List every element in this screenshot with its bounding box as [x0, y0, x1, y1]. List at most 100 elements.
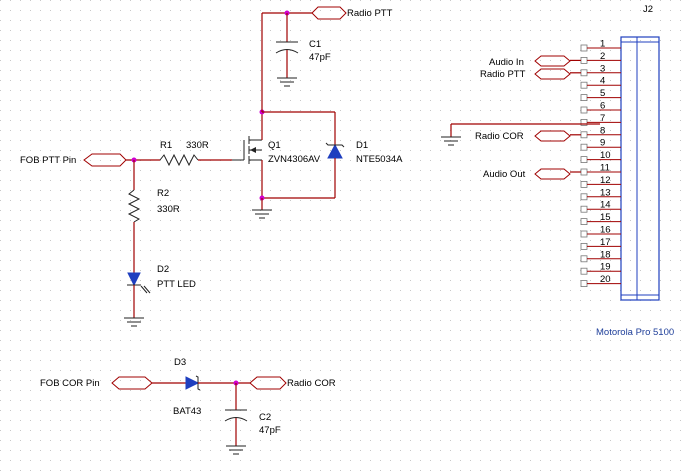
radio-ptt-port[interactable] [534, 68, 571, 80]
connector-pin[interactable]: 17 [580, 237, 621, 250]
audio-in-port[interactable] [534, 55, 571, 67]
pin-terminal [580, 267, 588, 275]
pin-number: 14 [600, 200, 611, 211]
pin-number: 15 [600, 212, 611, 223]
r2-ref: R2 [157, 188, 169, 199]
pin-number: 7 [600, 113, 605, 124]
r2-value: 330R [157, 204, 180, 215]
pin-terminal [580, 193, 588, 201]
pin-terminal [580, 255, 588, 263]
pin-number: 4 [600, 76, 605, 87]
pin-number: 11 [600, 163, 610, 174]
mosfet-q1[interactable]: Q1 ZVN4306AV [232, 136, 321, 165]
ground-symbol [124, 317, 144, 327]
pin-terminal [580, 94, 588, 101]
pin-number: 3 [600, 63, 605, 74]
radio-ptt-label-top: Radio PTT [347, 8, 393, 19]
pin-number: 9 [600, 138, 605, 149]
audio-out-port[interactable] [534, 168, 571, 180]
pin-number: 2 [600, 51, 605, 62]
net-audio-in-label: Audio In [489, 57, 524, 68]
q1-value: ZVN4306AV [268, 154, 321, 165]
pin-number: 16 [600, 225, 611, 236]
fob-cor-pin-label: FOB COR Pin [40, 378, 100, 389]
pin-terminal [580, 230, 588, 238]
pin-terminal [580, 168, 588, 176]
pin-number: 5 [600, 88, 605, 99]
ground-symbol [277, 77, 297, 87]
connector-j2: J2 Motorola Pro 5100 1234567891011121314… [441, 4, 674, 338]
pin-terminal [580, 69, 588, 77]
connector-pin[interactable]: 20 [580, 274, 621, 288]
connector-pin[interactable]: 18 [580, 249, 621, 263]
schottky-d3[interactable]: D3 BAT43 [173, 357, 201, 417]
net-radio-cor-label: Radio COR [475, 131, 524, 142]
connector-body[interactable] [620, 36, 660, 301]
d3-value: BAT43 [173, 406, 201, 417]
connector-pin[interactable]: 6 [580, 101, 621, 114]
connector-pin[interactable]: 5 [580, 88, 621, 101]
ground-symbol [441, 136, 461, 146]
pin-number: 8 [600, 125, 605, 136]
ground-symbol [226, 445, 246, 455]
c1-ref: C1 [309, 39, 321, 50]
connector-pin[interactable]: 12 [580, 175, 621, 188]
pin-terminal [580, 44, 588, 52]
pin-number: 18 [600, 249, 611, 260]
pin-terminal [580, 143, 588, 151]
connector-pin[interactable]: 8 [570, 125, 621, 139]
resistor-r2[interactable]: R2 330R [127, 188, 180, 223]
pin-terminal [580, 131, 588, 139]
connector-pin[interactable]: 13 [580, 187, 621, 201]
c2-value: 47pF [259, 425, 281, 436]
pin-number: 19 [600, 262, 611, 273]
connector-pin[interactable]: 14 [580, 200, 621, 213]
connector-pin[interactable]: 19 [580, 262, 621, 275]
connector-pin[interactable]: 16 [580, 225, 621, 238]
pin-terminal [580, 218, 588, 226]
pin-terminal [580, 106, 588, 114]
d2-ref: D2 [157, 264, 169, 275]
connector-pin[interactable]: 10 [580, 150, 621, 164]
pin-number: 20 [600, 274, 611, 285]
capacitor-c1[interactable]: C1 47pF [275, 13, 331, 78]
r1-ref: R1 [160, 140, 172, 151]
pin-number: 13 [600, 187, 611, 198]
ptt-circuit: FOB PTT Pin R1 330R R2 330R D2 PTT LED [20, 6, 403, 327]
capacitor-c2[interactable]: C2 47pF [224, 383, 281, 446]
d1-ref: D1 [356, 140, 368, 151]
pin-terminal [580, 280, 588, 288]
c2-ref: C2 [259, 412, 271, 423]
radio-cor-connector-port[interactable] [534, 130, 571, 142]
radio-cor-label: Radio COR [287, 378, 336, 389]
r1-value: 330R [186, 140, 209, 151]
pin-terminal [580, 242, 588, 250]
connector-pin[interactable]: 2 [570, 51, 621, 64]
connector-pin[interactable]: 11 [570, 163, 621, 176]
pin-number: 1 [600, 39, 605, 50]
connector-pin[interactable]: 9 [580, 138, 621, 151]
net-audio-out-label: Audio Out [483, 169, 526, 180]
q1-ref: Q1 [268, 140, 281, 151]
radio-cor-port[interactable] [249, 376, 287, 390]
connector-pin[interactable]: 7 [580, 113, 621, 126]
d2-value: PTT LED [157, 279, 196, 290]
connector-pin[interactable]: 1 [580, 39, 621, 52]
pin-number: 6 [600, 101, 605, 112]
connector-pin[interactable]: 15 [580, 212, 621, 226]
connector-pin[interactable]: 3 [570, 63, 621, 77]
d1-value: NTE5034A [356, 154, 403, 165]
radio-ptt-port-top[interactable] [311, 6, 347, 20]
resistor-r1[interactable]: R1 330R [159, 140, 209, 167]
pin-number: 17 [600, 237, 611, 248]
ground-symbol [252, 209, 272, 219]
pin-number: 10 [600, 150, 611, 161]
net-radio-ptt-label: Radio PTT [480, 69, 526, 80]
led-d2[interactable]: D2 PTT LED [127, 264, 196, 294]
connector-part-label: Motorola Pro 5100 [596, 327, 674, 338]
pin-terminal [580, 57, 588, 64]
connector-pin[interactable]: 4 [580, 76, 621, 89]
fob-ptt-pin-label: FOB PTT Pin [20, 155, 76, 166]
